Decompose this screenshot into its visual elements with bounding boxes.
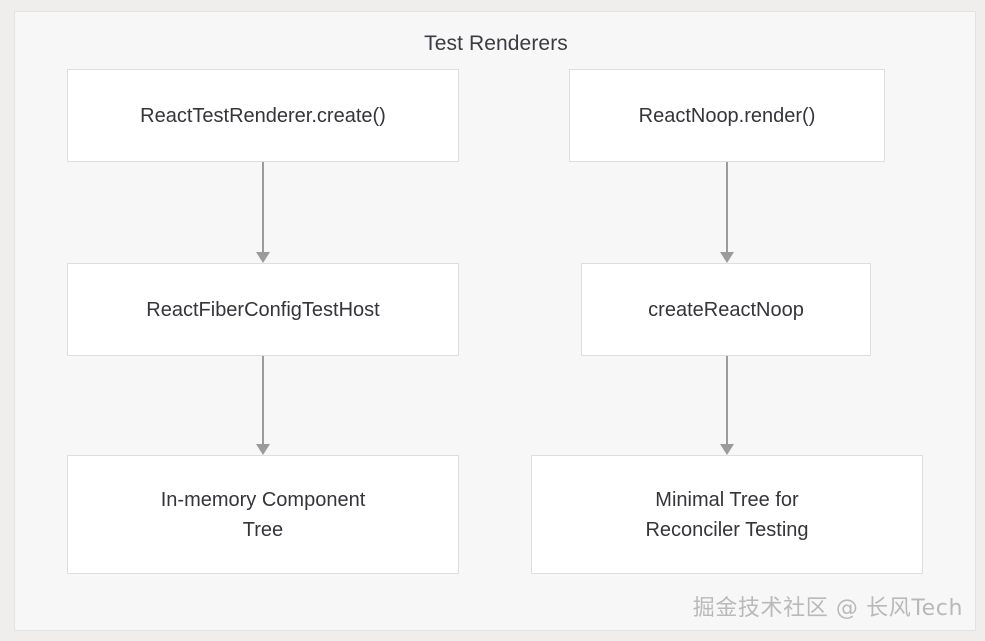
arrow-down-icon: [720, 162, 734, 263]
node-label: ReactFiberConfigTestHost: [146, 298, 380, 321]
arrow-head: [256, 252, 270, 263]
node-minimal-tree-for-reconciler-testing[interactable]: Minimal Tree for Reconciler Testing: [531, 455, 923, 574]
node-react-test-renderer-create[interactable]: ReactTestRenderer.create(): [67, 69, 459, 162]
arrow-head: [256, 444, 270, 455]
arrow-down-icon: [256, 162, 270, 263]
arrow-head: [720, 444, 734, 455]
arrow-head: [720, 252, 734, 263]
node-label: ReactNoop.render(): [638, 104, 816, 127]
node-label: Minimal Tree for Reconciler Testing: [645, 488, 809, 541]
diagram-title: Test Renderers: [424, 32, 568, 55]
node-react-noop-render[interactable]: ReactNoop.render(): [569, 69, 885, 162]
arrow-down-icon: [720, 356, 734, 455]
arrow-shaft: [262, 162, 264, 252]
node-label: createReactNoop: [648, 298, 804, 321]
watermark: 掘金技术社区 @ 长风Tech: [692, 596, 963, 621]
arrow-shaft: [262, 356, 264, 444]
arrow-shaft: [726, 162, 728, 252]
diagram-container: Test Renderers ReactTestRenderer.create(…: [14, 11, 976, 631]
node-label: ReactTestRenderer.create(): [140, 104, 386, 127]
node-create-react-noop[interactable]: createReactNoop: [581, 263, 871, 356]
node-in-memory-component-tree[interactable]: In-memory Component Tree: [67, 455, 459, 574]
arrow-shaft: [726, 356, 728, 444]
node-react-fiber-config-test-host[interactable]: ReactFiberConfigTestHost: [67, 263, 459, 356]
node-label: In-memory Component Tree: [160, 488, 366, 541]
arrow-down-icon: [256, 356, 270, 455]
